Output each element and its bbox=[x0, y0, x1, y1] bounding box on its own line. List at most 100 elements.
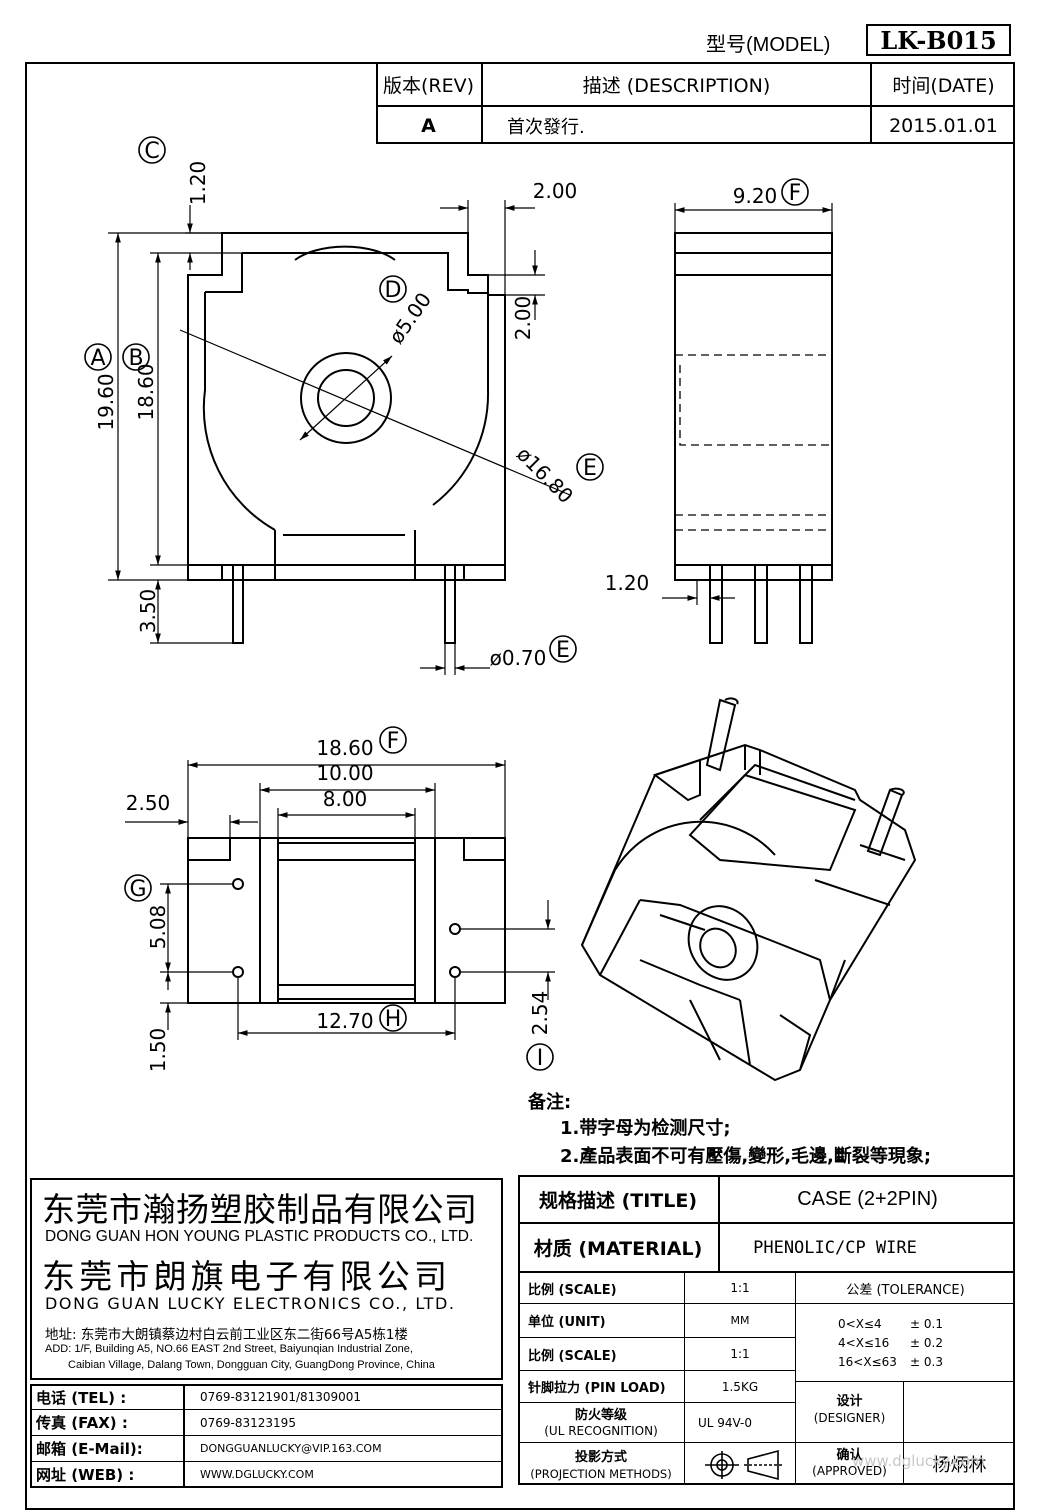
dim-c-value: 1.20 bbox=[186, 161, 210, 206]
designer-label-2: (DESIGNER) bbox=[813, 1411, 886, 1425]
svg-text:E: E bbox=[583, 456, 597, 481]
pinload-label: 针脚拉力 (PIN LOAD) bbox=[528, 1381, 666, 1396]
front-view bbox=[179, 232, 571, 644]
projection-method-icon bbox=[705, 1449, 782, 1481]
dim-edge: 1.50 bbox=[146, 1028, 170, 1073]
model-value: LK-B015 bbox=[880, 25, 997, 55]
callout-c: C bbox=[138, 136, 166, 164]
tolerance-label: 公差 (TOLERANCE) bbox=[846, 1282, 965, 1298]
tol-value-1: ± 0.1 bbox=[910, 1317, 943, 1331]
tol-value-3: ± 0.3 bbox=[910, 1355, 943, 1369]
scale-value: 1:1 bbox=[730, 1281, 750, 1295]
dim-w8: 8.00 bbox=[323, 787, 368, 811]
tol-range-3: 16<X≤63 bbox=[838, 1355, 897, 1369]
dim-pin-len: 3.50 bbox=[136, 589, 160, 634]
date-value: 2015.01.01 bbox=[889, 114, 998, 137]
company-name-cn-2: 东莞市朗旗电子有限公司 bbox=[42, 1257, 452, 1296]
desc-value: 首次發行. bbox=[507, 116, 585, 138]
contact-fax-value: 0769-83123195 bbox=[200, 1415, 296, 1430]
address-cn: 地址: 东莞市大朗镇蔡边村白云前工业区东二街66号A5栋1楼 bbox=[45, 1327, 408, 1343]
ul-value: UL 94V-0 bbox=[697, 1415, 753, 1430]
svg-text:D: D bbox=[385, 278, 402, 303]
front-view-dimensions bbox=[108, 200, 545, 675]
svg-text:H: H bbox=[385, 1007, 402, 1032]
notes-title: 备注: bbox=[528, 1092, 572, 1113]
contact-email-value[interactable]: DONGGUANLUCKY@VIP.163.COM bbox=[200, 1442, 382, 1455]
company-box bbox=[30, 1178, 503, 1380]
callout-e-2: E bbox=[549, 635, 577, 663]
company-name-en-2: DONG GUAN LUCKY ELECTRONICS CO., LTD. bbox=[45, 1294, 456, 1313]
svg-text:E: E bbox=[556, 638, 570, 663]
proj-label-1: 投影方式 bbox=[574, 1449, 627, 1465]
designer-label-1: 设计 bbox=[836, 1393, 863, 1409]
approved-label-2: (APPROVED) bbox=[812, 1464, 887, 1478]
side-view bbox=[674, 232, 833, 644]
title-label: 规格描述 (TITLE) bbox=[538, 1190, 698, 1212]
svg-text:I: I bbox=[537, 1046, 544, 1071]
revision-table bbox=[376, 62, 1015, 144]
unit-label: 单位 (UNIT) bbox=[528, 1315, 606, 1330]
tol-range-2: 4<X≤16 bbox=[838, 1336, 890, 1350]
isometric-view bbox=[580, 697, 917, 1082]
dim-top-notch-h: 2.00 bbox=[511, 296, 535, 341]
rev-table-col2 bbox=[870, 62, 872, 144]
ul-label-1: 防火等级 bbox=[574, 1407, 627, 1423]
svg-text:F: F bbox=[789, 181, 802, 206]
bottom-view-dimensions bbox=[125, 760, 555, 1040]
dim-f-bottom-value: 18.60 bbox=[316, 736, 373, 760]
dim-a-value: 19.60 bbox=[94, 373, 118, 430]
dim-f-side-value: 9.20 bbox=[733, 184, 778, 208]
callout-h: H bbox=[379, 1004, 407, 1032]
model-box bbox=[866, 24, 1011, 56]
tol-value-2: ± 0.2 bbox=[910, 1336, 943, 1350]
technical-drawing: 1.20 2.00 2.00 19.60 18.60 ø5.00 ø16.80 … bbox=[84, 136, 917, 1082]
svg-text:C: C bbox=[144, 139, 159, 164]
dim-g-value: 5.08 bbox=[146, 905, 170, 950]
dim-tab: 2.50 bbox=[126, 791, 171, 815]
svg-text:B: B bbox=[128, 346, 143, 371]
dim-i-value: 2.54 bbox=[528, 991, 552, 1036]
scale-label: 比例 (SCALE) bbox=[528, 1282, 617, 1298]
dim-b-value: 18.60 bbox=[134, 363, 158, 420]
material-value: PHENOLIC/CP WIRE bbox=[753, 1237, 917, 1258]
callout-d: D bbox=[379, 275, 407, 303]
svg-text:A: A bbox=[90, 346, 105, 371]
title-value: CASE (2+2PIN) bbox=[797, 1188, 938, 1210]
contact-web-label: 网址 (WEB) : bbox=[36, 1466, 135, 1484]
contact-fax-label: 传真 (FAX) : bbox=[36, 1414, 128, 1432]
approved-value: 杨炳林 bbox=[932, 1455, 987, 1476]
tol-range-1: 0<X≤4 bbox=[838, 1317, 882, 1331]
dim-h-value: 12.70 bbox=[316, 1009, 373, 1033]
callout-e-1: E bbox=[576, 453, 604, 481]
pinload-value: 1.5KG bbox=[721, 1379, 759, 1394]
contact-tel-value: 0769-83121901/81309001 bbox=[200, 1390, 362, 1404]
contact-web-value[interactable]: WWW.DGLUCKY.COM bbox=[200, 1468, 314, 1481]
contact-email-label: 邮箱 (E-Mail): bbox=[36, 1440, 143, 1458]
bottom-view bbox=[187, 837, 506, 1004]
company-name-cn-1: 东莞市瀚扬塑胶制品有限公司 bbox=[42, 1190, 478, 1229]
rev-header: 版本(REV) bbox=[382, 75, 475, 97]
proj-label-2: (PROJECTION METHODS) bbox=[530, 1467, 672, 1481]
dimension-labels: 1.20 2.00 2.00 19.60 18.60 ø5.00 ø16.80 … bbox=[94, 161, 777, 1073]
rev-table-divider bbox=[376, 105, 1015, 107]
svg-text:G: G bbox=[129, 877, 146, 902]
note-1: 1.带字母为检测尺寸; bbox=[560, 1118, 731, 1139]
note-2: 2.產品表面不可有壓傷,變形,毛邊,斷裂等現象; bbox=[560, 1146, 932, 1167]
address-en-2: Caibian Village, Dalang Town, Dongguan C… bbox=[68, 1359, 435, 1371]
desc-header: 描述 (DESCRIPTION) bbox=[582, 75, 771, 97]
rev-table-col1 bbox=[481, 62, 483, 144]
approved-label-1: 确认 bbox=[836, 1447, 863, 1463]
svg-text:F: F bbox=[387, 729, 400, 754]
scale2-value: 1:1 bbox=[730, 1347, 750, 1361]
spec-table bbox=[518, 1175, 1015, 1485]
side-view-dimensions bbox=[662, 203, 833, 605]
callout-f-2: F bbox=[379, 726, 407, 754]
rev-value: A bbox=[421, 114, 436, 137]
ul-label-2: (UL RECOGNITION) bbox=[544, 1424, 658, 1438]
company-name-en-1: DONG GUAN HON YOUNG PLASTIC PRODUCTS CO.… bbox=[45, 1228, 474, 1245]
material-label: 材质 (MATERIAL) bbox=[533, 1238, 703, 1260]
scale2-label: 比例 (SCALE) bbox=[528, 1348, 617, 1364]
address-en-1: ADD: 1/F, Building A5, NO.66 EAST 2nd St… bbox=[45, 1343, 413, 1355]
drawing-frame bbox=[25, 62, 1015, 1510]
watermark: www.dglucky.com bbox=[852, 1452, 985, 1470]
